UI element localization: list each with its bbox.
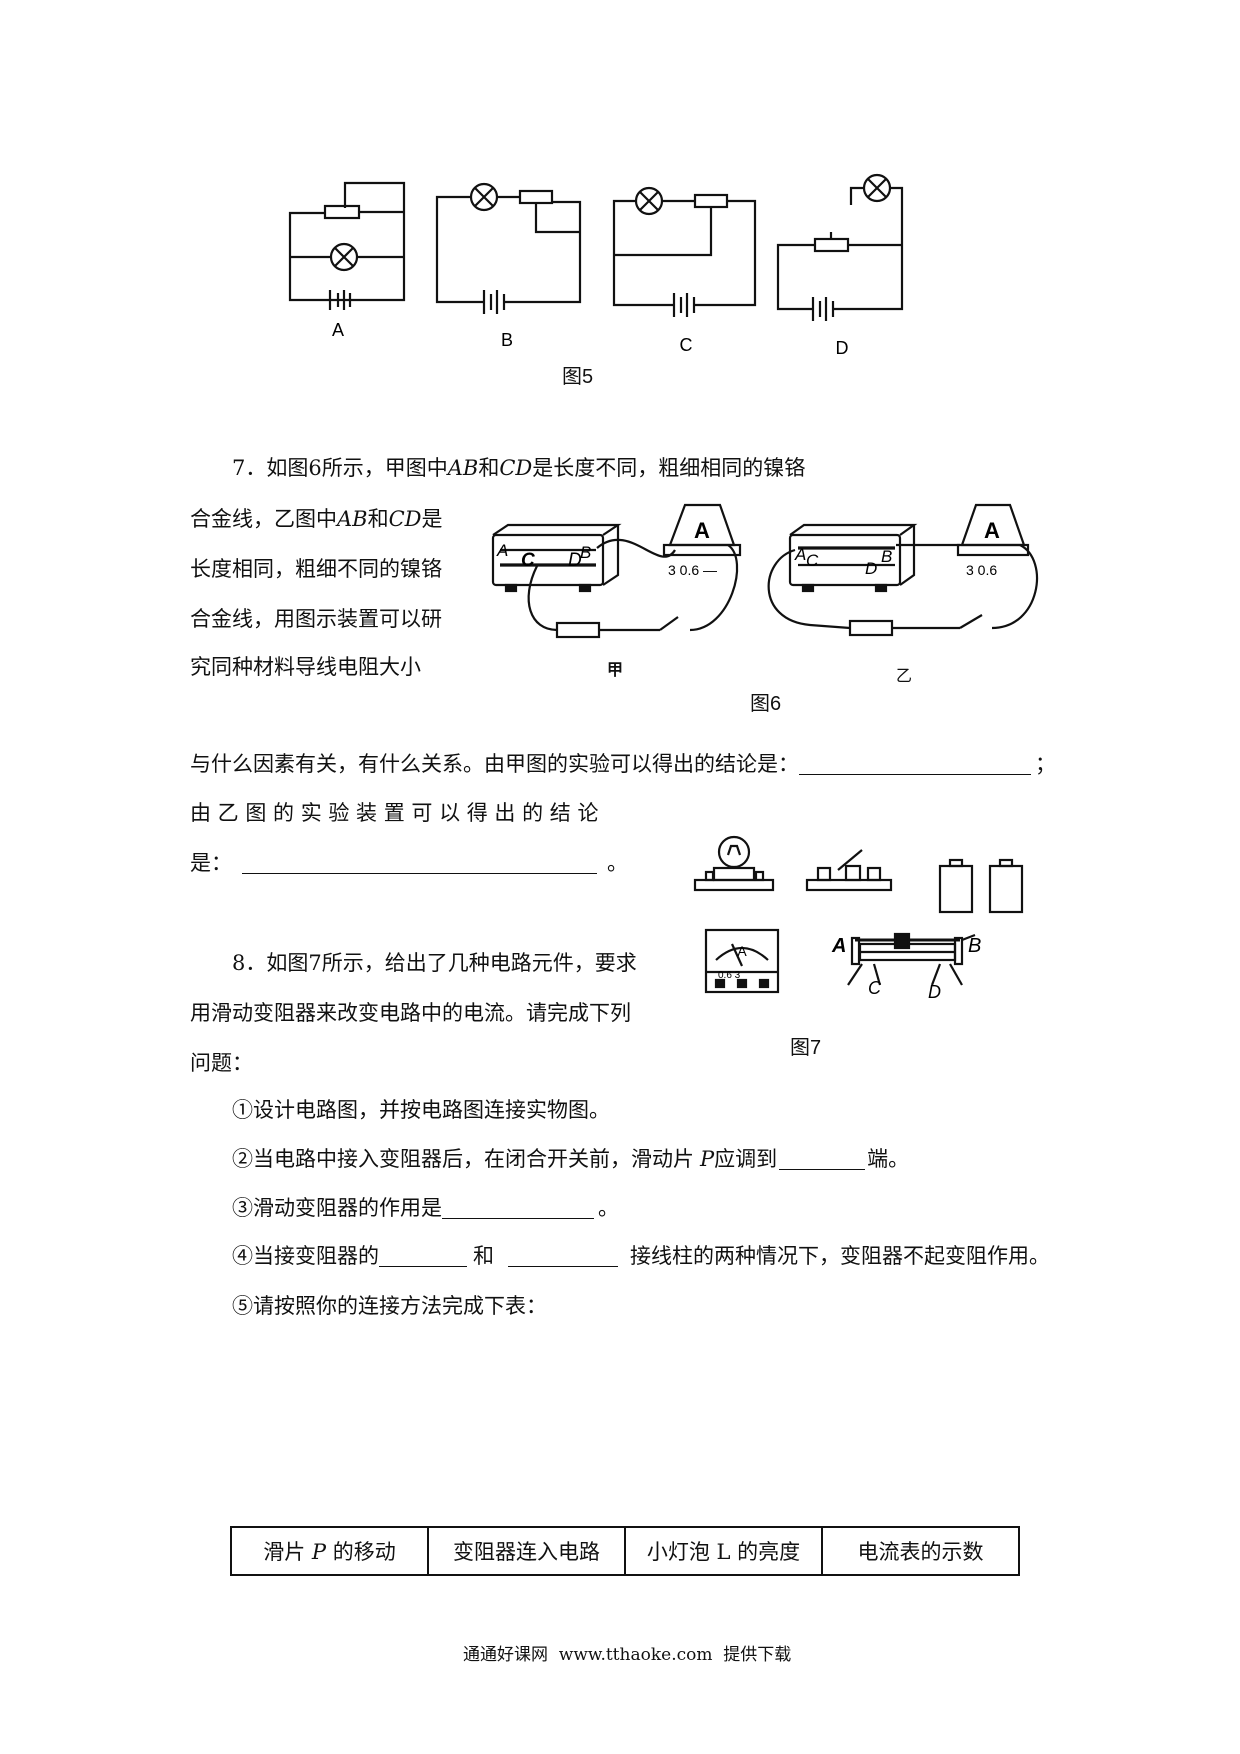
battery-cells [938, 858, 1024, 914]
yi-terminal-a: A [794, 545, 806, 564]
q8-line-2: 用滑动变阻器来改变电路中的电流。请完成下列 [190, 1001, 631, 1025]
table-header-current: 电流表的示数 [821, 1526, 1020, 1576]
circuit-label-d: D [836, 338, 849, 358]
q8-item-1: ①设计电路图，并按电路图连接实物图。 [232, 1098, 610, 1122]
figure-6-caption: 图6 [750, 693, 782, 715]
table-header-slider: 滑片 P 的移动 [230, 1526, 429, 1576]
figure-6-label-jia: 甲 [607, 662, 624, 679]
yi-terminal-c: C [806, 551, 819, 570]
q7-line-3: 长度相同，粗细不同的镍铬 [190, 557, 442, 581]
q7-answer-blank-2[interactable] [242, 851, 597, 874]
circuit-c [612, 186, 757, 317]
q7-line-6: 与什么因素有关，有什么关系。由甲图的实验可以得出的结论是：； [190, 752, 1056, 776]
jia-ammeter-symbol: A [694, 518, 710, 543]
figure-7-caption: 图7 [790, 1037, 822, 1059]
figure-7-components: A 0.6 3 A B C D [693, 835, 1024, 1002]
q7-line-8: 是：。 [190, 851, 628, 875]
figure-6-apparatus: A C D B A 3 0.6 — A C D B A 3 0.6 [491, 503, 1039, 639]
q8-item-5: ⑤请按照你的连接方法完成下表： [232, 1294, 547, 1318]
q8-item-4-blank-1[interactable] [379, 1244, 467, 1267]
circuit-label-c: C [680, 335, 693, 355]
movement-table: 滑片 P 的移动 变阻器连入电路 小灯泡 L 的亮度 电流表的示数 [230, 1526, 1020, 1576]
jia-terminal-b: B [580, 543, 591, 562]
circuit-label-b: B [501, 330, 513, 350]
circuit-a [288, 181, 406, 310]
rheostat-label-d: D [928, 982, 941, 1002]
meter-symbol: A [737, 943, 747, 959]
ammeter-jia [662, 503, 742, 557]
circuit-label-a: A [332, 320, 344, 340]
figure-5-caption: 图5 [562, 366, 594, 388]
q7-line-4: 合金线，用图示装置可以研 [190, 607, 442, 631]
q7-line-2: 合金线，乙图中AB和CD是 [190, 507, 443, 531]
jia-terminal-a: A [496, 541, 508, 560]
q7-line-1: 7．如图6所示，甲图中AB和CD是长度不同，粗细相同的镍铬 [232, 456, 806, 480]
meter-scale: 0.6 3 [718, 970, 741, 981]
q7-answer-blank-1[interactable] [799, 752, 1031, 775]
figure-5-circuits: A B C D [288, 173, 904, 358]
rheostat-label-c: C [868, 978, 882, 998]
q8-item-4: ④当接变阻器的和接线柱的两种情况下，变阻器不起变阻作用。 [232, 1244, 1050, 1268]
q7-line-5: 究同种材料导线电阻大小 [190, 655, 421, 679]
switch-component [805, 849, 893, 892]
rheostat-label-b: B [968, 935, 981, 957]
q8-line-3: 问题： [190, 1051, 253, 1075]
yi-ammeter-scale: 3 0.6 [966, 562, 997, 578]
figure-6-label-yi: 乙 [896, 668, 913, 685]
q8-item-4-blank-2[interactable] [508, 1244, 618, 1267]
jia-terminal-c: C [521, 550, 535, 571]
jia-terminal-d: D [568, 550, 582, 571]
jia-ammeter-scale: 3 0.6 — [668, 562, 717, 578]
circuit-d [776, 173, 904, 321]
bulb-component [693, 835, 775, 892]
ammeter-yi [956, 503, 1030, 557]
q8-line-1: 8．如图7所示，给出了几种电路元件，要求 [232, 951, 637, 975]
yi-terminal-d: D [865, 559, 877, 578]
circuit-b [435, 182, 582, 314]
q8-item-3-blank[interactable] [442, 1196, 594, 1219]
table-header-row: 滑片 P 的移动 变阻器连入电路 小灯泡 L 的亮度 电流表的示数 [230, 1526, 1020, 1576]
table-header-resistance: 变阻器连入电路 [427, 1526, 626, 1576]
q8-item-2-blank[interactable] [779, 1147, 866, 1170]
q8-item-3: ③滑动变阻器的作用是。 [232, 1196, 619, 1220]
ammeter-component [704, 928, 780, 994]
table-header-brightness: 小灯泡 L 的亮度 [624, 1526, 823, 1576]
q7-line-7: 由 乙 图 的 实 验 装 置 可 以 得 出 的 结 论 [190, 801, 599, 825]
rheostat-label-a: A [831, 935, 846, 957]
yi-ammeter-symbol: A [984, 518, 1000, 543]
page-footer: 通通好课网 www.tthaoke.com 提供下载 [463, 1645, 792, 1665]
rheostat-component [847, 932, 976, 986]
yi-terminal-b: B [881, 547, 892, 566]
